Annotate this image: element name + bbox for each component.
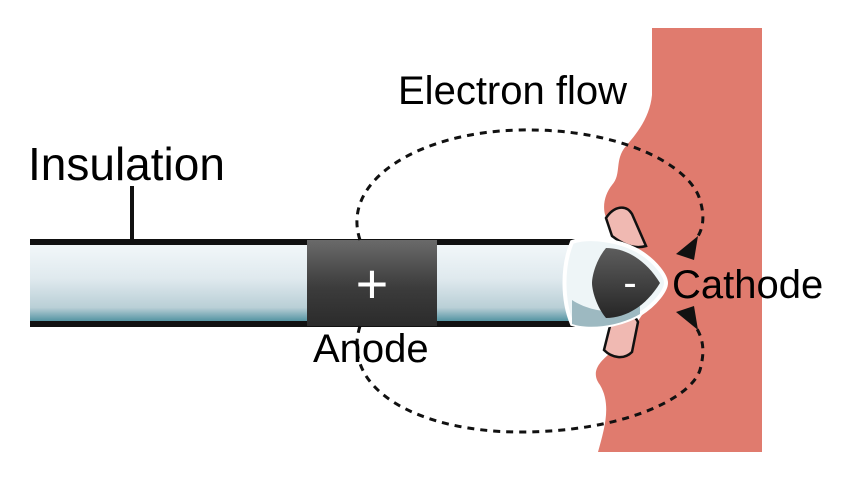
electron-flow-lower-path	[355, 323, 705, 434]
insulation-label: Insulation	[28, 138, 225, 190]
pacing-lead: + -	[30, 237, 669, 329]
cathode-tip	[592, 248, 660, 318]
electron-flow-upper-path	[355, 128, 705, 243]
tissue-fold-upper	[604, 206, 648, 249]
anode-label: Anode	[313, 327, 429, 371]
anode-ring	[307, 240, 437, 326]
tissue-wall	[595, 28, 762, 452]
electron-flow-paths	[355, 128, 705, 434]
arrowhead-lower	[676, 306, 698, 330]
electron-flow-label: Electron flow	[398, 69, 627, 113]
cathode-label: Cathode	[672, 263, 823, 307]
anode-symbol: +	[356, 252, 389, 315]
arrowhead-upper	[676, 236, 698, 260]
cathode-symbol: -	[623, 261, 636, 305]
